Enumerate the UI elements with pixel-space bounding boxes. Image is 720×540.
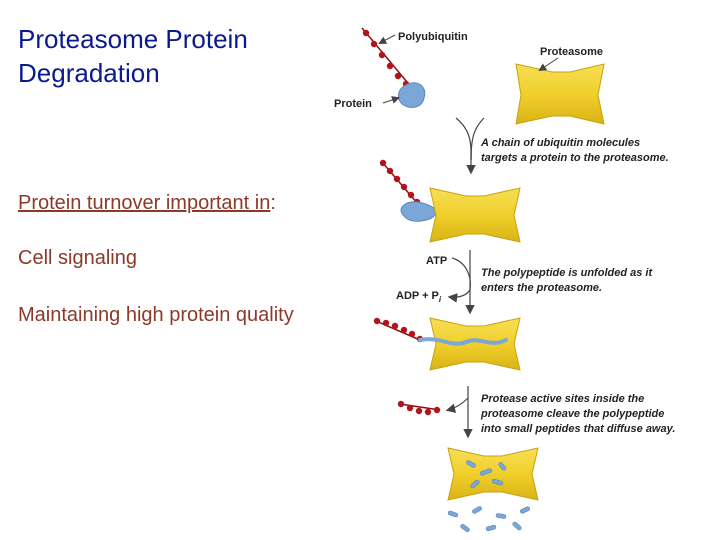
released-ubiquitin [397, 400, 441, 416]
stage-1: Polyubiquitin Protein Proteasome [334, 27, 605, 125]
label-protein: Protein [334, 98, 372, 110]
bullet-protein-quality: Maintaining high protein quality [18, 304, 294, 326]
proteasome-2 [429, 187, 521, 243]
turnover-label: Protein turnover important in [18, 192, 271, 214]
turnover-heading: Protein turnover important in: [18, 190, 276, 216]
caption-step1-line2: targets a protein to the proteasome. [481, 152, 669, 164]
proteasome-1 [515, 63, 605, 125]
turnover-colon: : [270, 192, 276, 214]
proteasome-3 [429, 317, 521, 371]
stage-4 [447, 447, 539, 533]
proteasome-4 [447, 447, 539, 501]
label-proteasome: Proteasome [540, 46, 603, 58]
caption-step3-line1: Protease active sites inside the [481, 393, 644, 405]
label-adp-sub: i [439, 295, 442, 304]
caption-step3-line2: proteasome cleave the polypeptide [480, 408, 664, 420]
stage-3 [373, 317, 521, 371]
label-adp: ADP + Pi [396, 290, 442, 304]
label-polyubiquitin: Polyubiquitin [398, 31, 468, 43]
label-adp-text: ADP + P [396, 290, 439, 302]
caption-step3-line3: into small peptides that diffuse away. [481, 423, 675, 435]
caption-step2-line2: enters the proteasome. [481, 282, 602, 294]
label-atp: ATP [426, 255, 447, 267]
slide-title: Proteasome Protein Degradation [18, 24, 248, 88]
caption-step2-line1: The polypeptide is unfolded as it [481, 267, 653, 279]
caption-step1-line1: A chain of ubiquitin molecules [480, 137, 640, 149]
bullet-cell-signaling: Cell signaling [18, 247, 137, 269]
small-peptides [447, 460, 531, 533]
stage-2 [379, 159, 521, 243]
protein-shape [397, 82, 426, 108]
